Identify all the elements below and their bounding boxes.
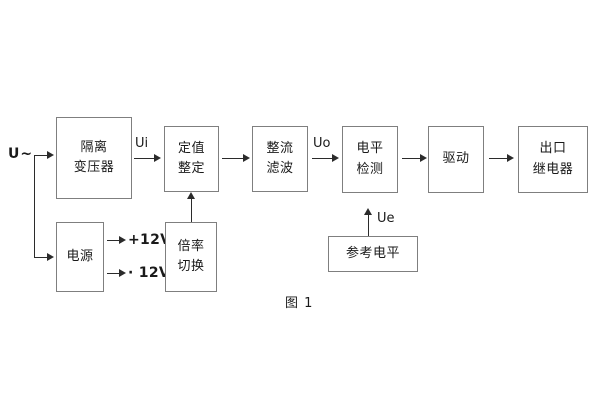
- block-level-detect-line-1: 电平: [356, 141, 384, 157]
- rail-neg-wire: [107, 273, 121, 274]
- input-to-power-wire: [34, 257, 49, 258]
- block-isolation-transformer-line-2: 变压器: [73, 160, 115, 175]
- block-rectify-filter[interactable]: 整流 滤波: [252, 126, 308, 192]
- block-output-relay-line-2: 继电器: [532, 161, 574, 177]
- input-to-power-arrowhead: [47, 253, 54, 261]
- uo-label: Uo: [313, 136, 331, 151]
- block-power-supply-line-1: 电源: [66, 248, 94, 264]
- block-rectify-filter-line-2: 滤波: [266, 161, 294, 176]
- block-setting-adjust-line-1: 定值: [177, 140, 205, 156]
- multiplier-to-setting-arrowhead: [187, 192, 195, 199]
- reference-to-level-arrowhead: [364, 208, 372, 215]
- setting-to-rectify-arrowhead: [243, 154, 250, 162]
- block-power-supply[interactable]: 电源: [56, 222, 104, 292]
- rail-neg-arrowhead: [119, 269, 126, 277]
- block-output-relay-line-1: 出口: [539, 141, 567, 157]
- ui-label: Ui: [135, 136, 149, 151]
- block-drive-line-1: 驱动: [442, 151, 470, 167]
- input-to-transformer-wire: [34, 155, 49, 156]
- input-source-label: U~: [8, 146, 34, 162]
- input-to-transformer-arrowhead: [47, 151, 54, 159]
- figure-caption: 图 1: [285, 296, 314, 311]
- block-level-detect-line-2: 检测: [356, 161, 384, 177]
- multiplier-to-setting-wire: [191, 196, 192, 222]
- drive-to-relay-wire: [489, 158, 511, 159]
- level-to-drive-wire: [402, 158, 424, 159]
- block-output-relay[interactable]: 出口 继电器: [518, 126, 588, 193]
- rectify-to-level-arrowhead: [332, 154, 339, 162]
- block-setting-adjust-line-2: 整定: [177, 161, 205, 176]
- setting-to-rectify-wire: [222, 158, 245, 159]
- transformer-to-setting-arrowhead: [154, 154, 161, 162]
- rail-pos-label: +12V: [128, 232, 172, 248]
- block-drive[interactable]: 驱动: [428, 126, 484, 193]
- level-to-drive-arrowhead: [420, 154, 427, 162]
- drive-to-relay-arrowhead: [507, 154, 514, 162]
- block-multiplier-switch[interactable]: 倍率 切换: [165, 222, 217, 292]
- rectify-to-level-wire: [312, 158, 334, 159]
- block-level-detect[interactable]: 电平 检测: [342, 126, 398, 193]
- block-reference-level-line-1: 参考电平: [345, 245, 400, 261]
- block-multiplier-switch-line-1: 倍率: [177, 238, 205, 254]
- block-isolation-transformer-line-1: 隔离: [80, 139, 108, 155]
- block-setting-adjust[interactable]: 定值 整定: [164, 126, 219, 192]
- reference-to-level-wire: [368, 212, 369, 236]
- input-branch-riser: [34, 155, 35, 257]
- block-isolation-transformer[interactable]: 隔离 变压器: [56, 117, 132, 199]
- rail-neg-label: · 12V: [128, 265, 171, 281]
- ue-label: Ue: [377, 211, 395, 226]
- transformer-to-setting-wire: [134, 158, 156, 159]
- rail-pos-wire: [107, 240, 121, 241]
- block-rectify-filter-line-1: 整流: [266, 140, 294, 156]
- block-multiplier-switch-line-2: 切换: [177, 259, 205, 274]
- rail-pos-arrowhead: [119, 236, 126, 244]
- block-reference-level[interactable]: 参考电平: [328, 236, 418, 272]
